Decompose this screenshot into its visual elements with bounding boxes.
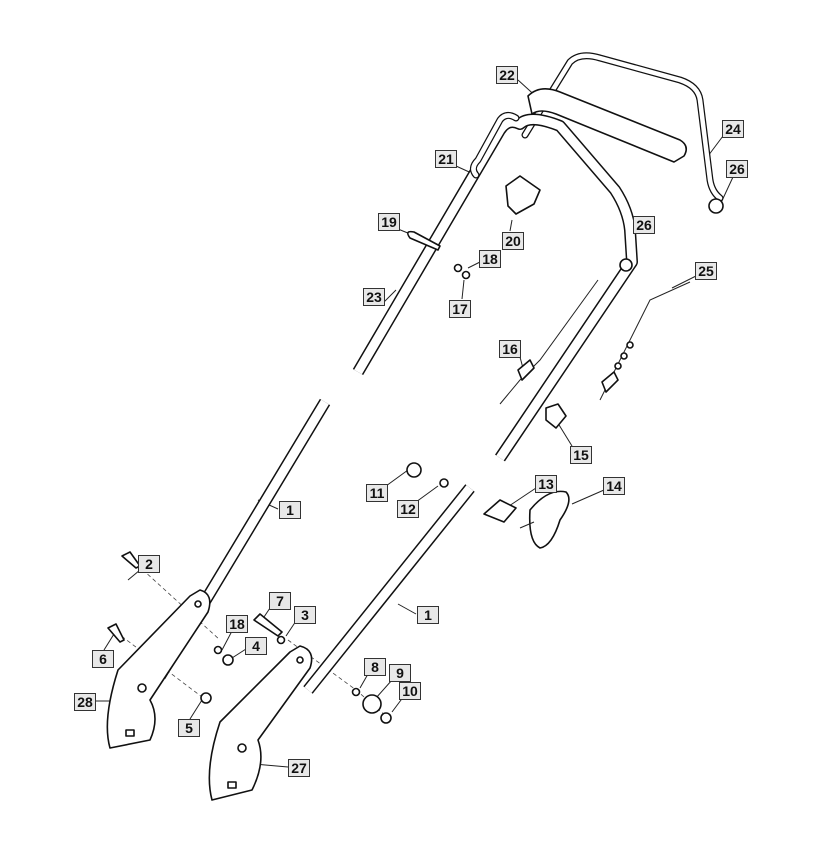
knob-part-26b	[619, 258, 633, 272]
pin-part-19	[406, 230, 441, 251]
leader-lines	[95, 79, 734, 768]
callout-12: 12	[397, 500, 419, 518]
callout-26: 26	[726, 160, 748, 178]
lever-screw	[519, 521, 535, 529]
callout-8: 8	[364, 658, 386, 676]
callout-9: 9	[389, 664, 411, 682]
lever-part-14	[528, 490, 570, 549]
callout-18: 18	[479, 250, 501, 268]
callout-3: 3	[294, 606, 316, 624]
callout-10: 10	[399, 682, 421, 700]
cable-part-25	[599, 281, 691, 401]
knob-part-9	[362, 694, 382, 714]
knob-part-26	[708, 198, 724, 214]
callout-23: 23	[363, 288, 385, 306]
callout-19: 19	[378, 213, 400, 231]
callout-26: 26	[633, 216, 655, 234]
callout-28: 28	[74, 693, 96, 711]
washer-part-18b	[213, 645, 223, 655]
callout-14: 14	[603, 477, 625, 495]
washer-part-18	[453, 263, 463, 273]
bolt-part-7	[253, 613, 283, 637]
clip-part-15	[545, 403, 567, 429]
callout-2: 2	[138, 555, 160, 573]
clip-part-20	[505, 175, 541, 215]
nut-part-10	[380, 712, 392, 724]
callout-17: 17	[449, 300, 471, 318]
callout-6: 6	[92, 650, 114, 668]
upper-handle-part-23	[352, 111, 638, 462]
callout-15: 15	[570, 446, 592, 464]
callout-18: 18	[226, 615, 248, 633]
callout-16: 16	[499, 340, 521, 358]
callout-13: 13	[535, 475, 557, 493]
callout-1: 1	[279, 501, 301, 519]
lower-tube-part-1-right	[303, 484, 475, 694]
bracket-part-27	[208, 645, 313, 801]
callout-11: 11	[366, 484, 388, 502]
callout-4: 4	[245, 637, 267, 655]
top-bail-part-24	[521, 52, 724, 202]
nut-part-5	[200, 692, 212, 704]
callout-27: 27	[288, 759, 310, 777]
bolt-part-6	[107, 623, 125, 643]
callout-5: 5	[178, 719, 200, 737]
callout-1: 1	[417, 606, 439, 624]
bracket-part-28	[106, 589, 211, 749]
washer-part-8	[351, 687, 361, 697]
callout-25: 25	[695, 262, 717, 280]
nut-part-4	[222, 654, 234, 666]
callout-21: 21	[435, 150, 457, 168]
bracket-part-13	[483, 499, 517, 523]
knob-part-11	[406, 462, 422, 478]
callout-24: 24	[722, 120, 744, 138]
callout-22: 22	[496, 66, 518, 84]
nut-part-17	[461, 270, 471, 280]
nut-part-12	[439, 478, 449, 488]
callout-7: 7	[269, 592, 291, 610]
washer-part-3	[276, 635, 286, 645]
callout-20: 20	[502, 232, 524, 250]
cable-part-16	[499, 279, 599, 405]
cross-bar-part-22	[527, 88, 688, 163]
